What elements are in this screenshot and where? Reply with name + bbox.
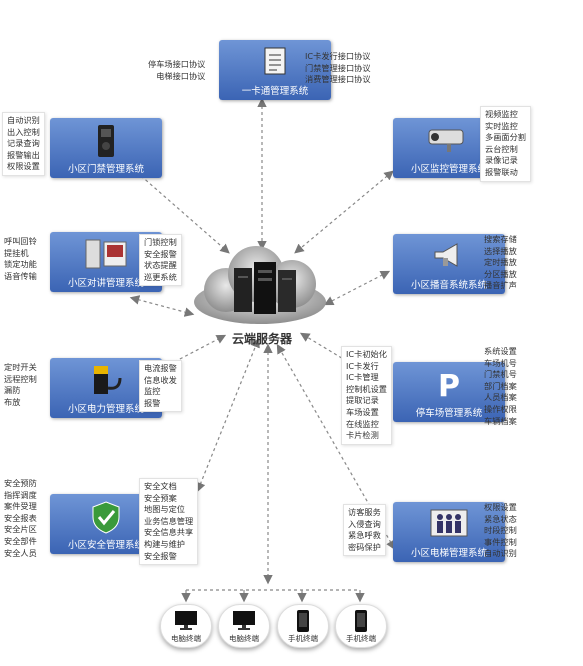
document-icon — [262, 46, 288, 80]
link-intercom — [129, 295, 195, 317]
terminal-label: 手机终端 — [288, 634, 318, 643]
terminal-label: 电脑终端 — [171, 634, 201, 643]
elevator-right-list: 权限设置紧急状态时段控制事件控制自动识别 — [484, 502, 517, 559]
broadcast-system-title: 小区播音系统系统 — [410, 280, 487, 291]
elevator-people-icon — [429, 508, 469, 542]
card-right-list: IC卡发行接口协议门禁管理接口协议消费管理接口协议 — [305, 51, 371, 85]
card-left-list: 停车场接口协议电梯接口协议 — [148, 59, 206, 81]
link-broadcast — [323, 270, 391, 306]
svg-text:P: P — [438, 369, 460, 402]
cloud-server-icon — [190, 240, 330, 330]
broadcast-right-list: 搜索存储选择播放定时播放分区播放播音扩声 — [484, 234, 517, 291]
parking-p-icon: P — [434, 368, 464, 406]
terminal-label: 手机终端 — [346, 634, 376, 643]
monitor-system-title: 小区监控管理系统 — [410, 164, 487, 175]
security-system-title: 小区安全管理系统 — [67, 540, 144, 551]
broadcast-system-box[interactable]: 小区播音系统系统 — [393, 234, 505, 294]
link-monitor — [294, 170, 394, 254]
access-system-title: 小区门禁管理系统 — [67, 164, 144, 175]
elevator-system-title: 小区电梯管理系统 — [410, 548, 487, 559]
camera-icon — [427, 124, 471, 158]
power-left-list: 定时开关远程控制漏防布放 — [4, 362, 37, 407]
card-system-title: 一卡通管理系统 — [241, 86, 309, 97]
intercom-icon — [84, 238, 128, 274]
terminal-1[interactable]: 电脑终端 — [160, 604, 212, 648]
battery-icon — [86, 364, 126, 400]
security-left-list: 安全预防指挥调度案件受理安全报表安全片区安全部件安全人员 — [4, 478, 37, 558]
monitor-right-list: 视频监控实时监控多画面分割云台控制录像记录报警联动 — [480, 106, 531, 182]
elevator-system-box[interactable]: 小区电梯管理系统 — [393, 502, 505, 562]
access-left-list: 自动识别出入控制记录查询报警输出权限设置 — [2, 112, 45, 176]
power-right-list: 电流报警信息收发监控报警 — [139, 360, 182, 413]
shield-check-icon — [91, 500, 121, 538]
terminal-4[interactable]: 手机终端 — [335, 604, 387, 648]
parking-right-list: 系统设置车场机号门禁机号部门档案人员档案操作权限车辆档案 — [484, 346, 517, 426]
card-system-box[interactable]: 一卡通管理系统 — [219, 40, 331, 100]
loudspeaker-icon — [431, 240, 467, 274]
link-security — [196, 337, 260, 493]
access-system-box[interactable]: 小区门禁管理系统 — [50, 118, 162, 178]
power-system-title: 小区电力管理系统 — [67, 404, 144, 415]
terminal-label: 电脑终端 — [229, 634, 259, 643]
elevator-left-list: 访客服务入侵查询紧急呼救密码保护 — [343, 504, 386, 557]
terminal-2[interactable]: 电脑终端 — [218, 604, 270, 648]
terminal-3[interactable]: 手机终端 — [277, 604, 329, 648]
intercom-system-title: 小区对讲管理系统 — [67, 278, 144, 289]
intercom-left-list: 呼叫回铃提挂机锁定功能语音传输 — [4, 236, 37, 281]
security-right-list: 安全文档安全预案地图与定位业务信息管理安全信息共享构建与维护安全报警 — [139, 478, 199, 566]
cloud-server-label: 云端服务器 — [232, 332, 293, 346]
parking-system-title: 停车场管理系统 — [415, 408, 483, 419]
intercom-right-list: 门锁控制安全报警状态提醒巡更系统 — [139, 234, 182, 287]
access-reader-icon — [96, 124, 116, 162]
parking-system-box[interactable]: P 停车场管理系统 — [393, 362, 505, 422]
